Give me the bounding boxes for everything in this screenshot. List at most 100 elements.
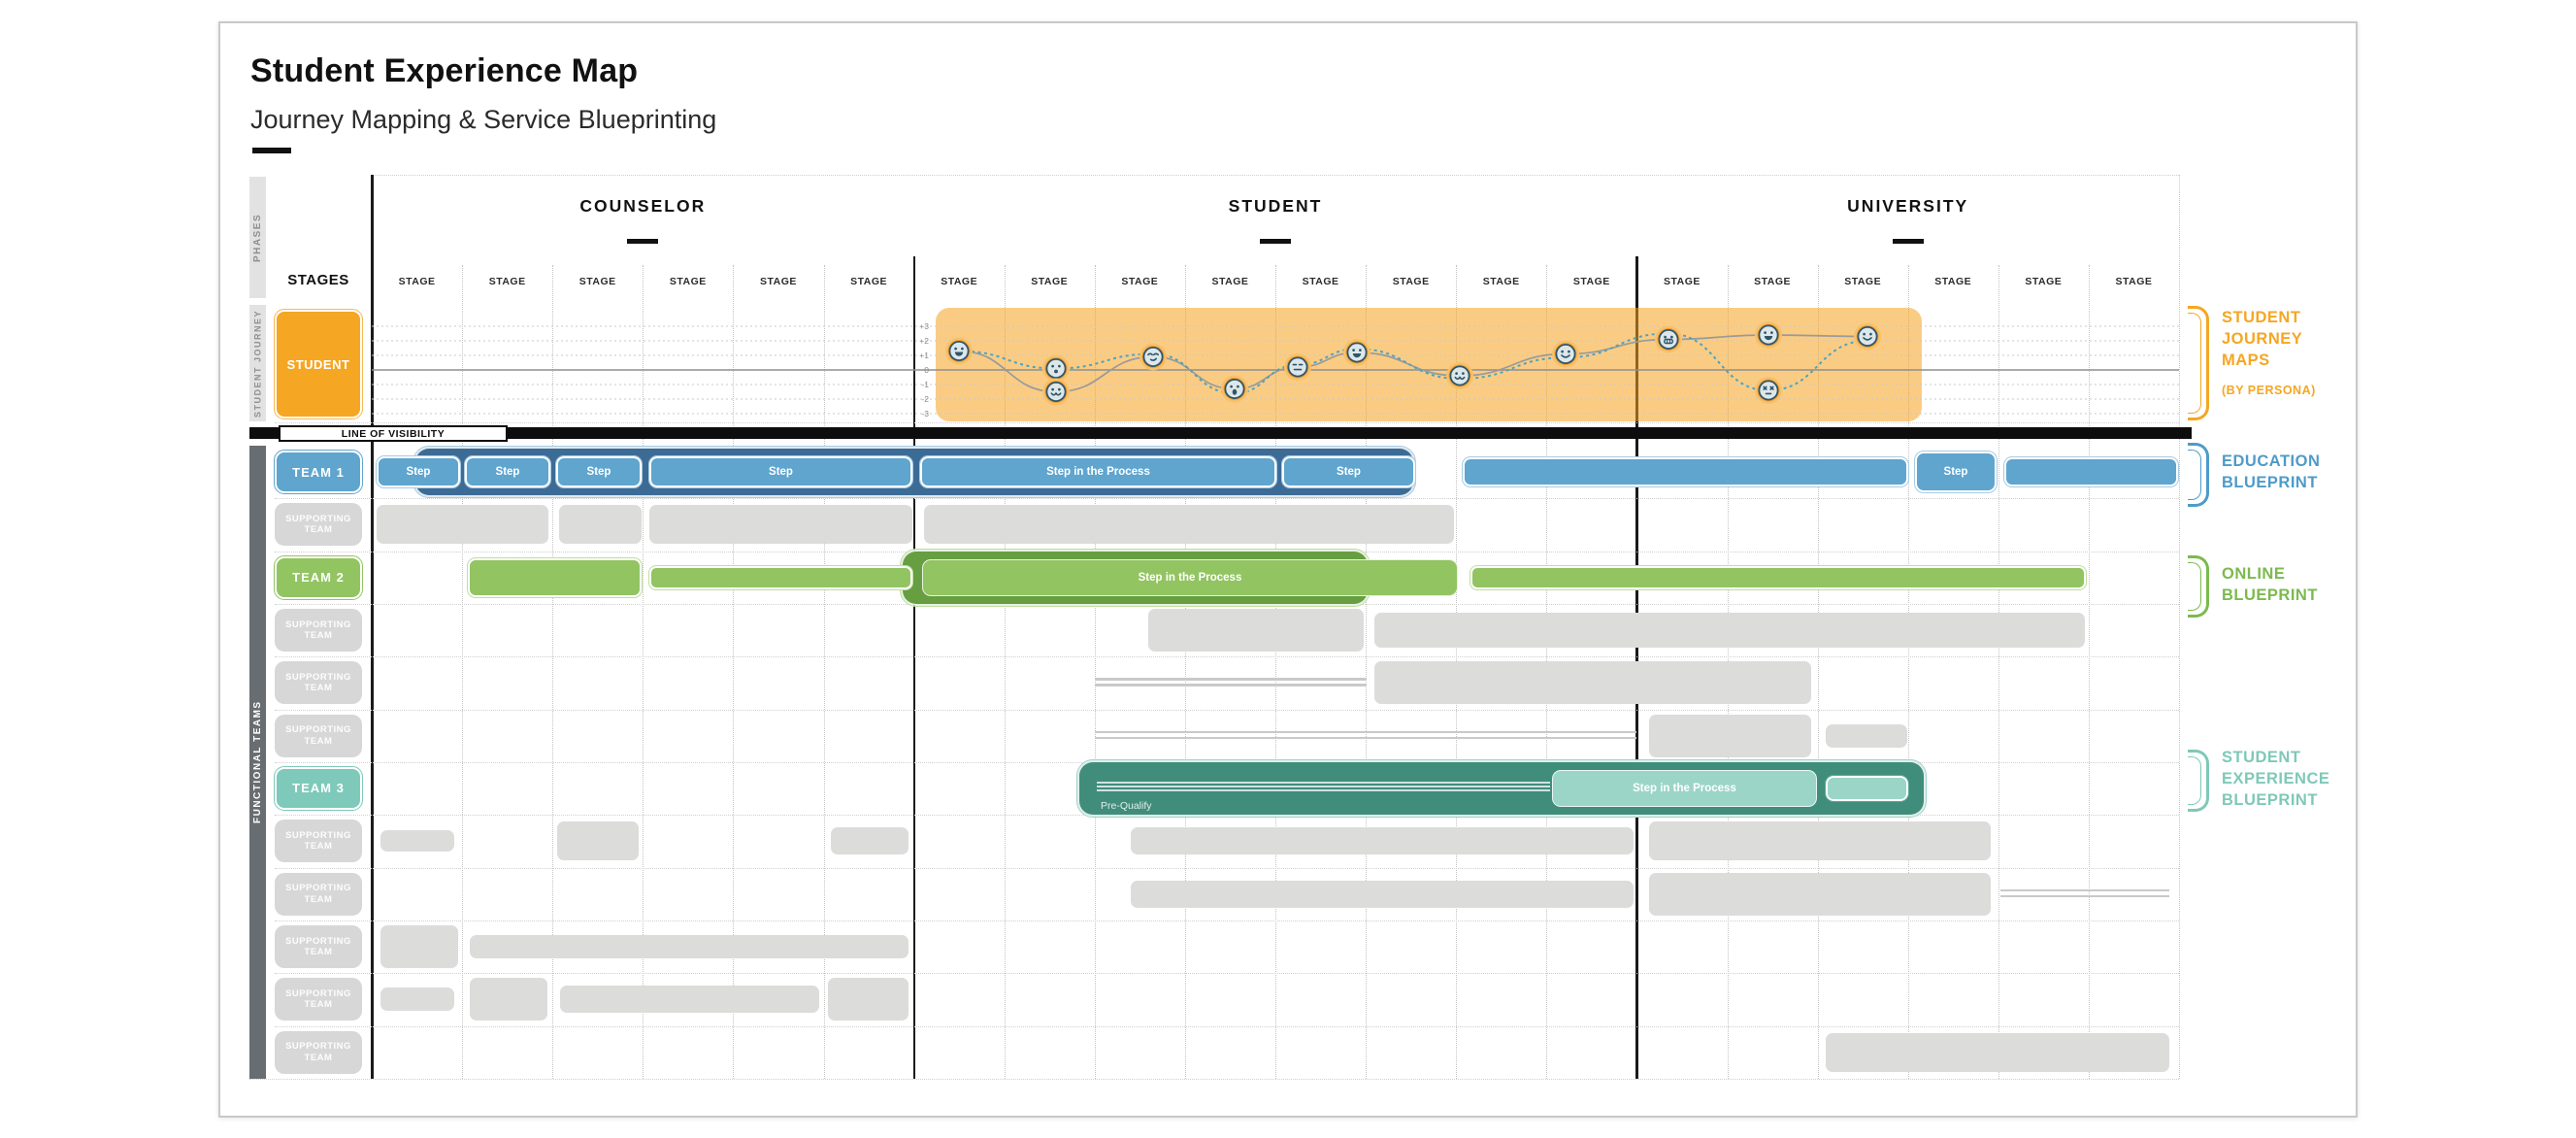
emotion-laugh-icon[interactable] xyxy=(1343,339,1371,366)
phase-label: UNIVERSITY xyxy=(1847,196,1969,216)
step-bar[interactable]: Step xyxy=(555,455,643,488)
journey-axis-tick: +1 xyxy=(919,351,929,360)
step-chip[interactable] xyxy=(1825,774,1909,802)
student-journey-rail-label: STUDENT JOURNEY xyxy=(252,309,263,418)
step-bar[interactable] xyxy=(1462,456,1909,487)
stage-column-label: STAGE xyxy=(1572,276,1610,287)
step-bar[interactable] xyxy=(648,564,913,590)
task-bar[interactable] xyxy=(1649,872,1991,916)
task-bar[interactable] xyxy=(1374,661,1811,705)
journey-axis-tick: 0 xyxy=(924,365,929,375)
stage-column-label: STAGE xyxy=(759,276,797,287)
progress-track-line xyxy=(1097,781,1550,784)
stage-column-line xyxy=(1004,265,1006,1079)
emotion-flat-icon[interactable] xyxy=(1284,353,1311,381)
step-in-process-bar[interactable]: Step in the Process xyxy=(922,558,1458,596)
task-bar[interactable] xyxy=(380,924,458,968)
emotion-laugh-icon[interactable] xyxy=(945,337,973,365)
emotion-mustache-icon[interactable] xyxy=(1042,378,1070,406)
task-bar[interactable] xyxy=(1826,723,1907,748)
student-journey-rail xyxy=(249,305,266,421)
canvas-card: Student Experience Map Journey Mapping &… xyxy=(218,21,2358,1118)
stage-column-line xyxy=(1366,265,1368,1079)
team-chip[interactable]: TEAM 3 xyxy=(274,765,363,811)
emotion-happy-icon[interactable] xyxy=(1552,340,1579,368)
supporting-team-chip[interactable]: SUPPORTING TEAM xyxy=(275,608,362,652)
task-bar[interactable] xyxy=(1131,827,1634,855)
emotion-smirk-icon[interactable] xyxy=(1139,343,1167,371)
step-bar[interactable]: Step in the Process xyxy=(919,455,1277,488)
emotion-mustache-icon[interactable] xyxy=(1446,362,1473,389)
emotion-surprised-icon[interactable] xyxy=(1042,354,1070,383)
step-bar[interactable] xyxy=(2003,456,2179,487)
journey-line-dotted[interactable] xyxy=(958,332,1868,395)
collapsed-track-line xyxy=(2000,894,2169,898)
task-bar[interactable] xyxy=(377,505,548,545)
stage-column-label: STAGE xyxy=(2025,276,2063,287)
stage-column-label: STAGE xyxy=(1302,276,1339,287)
grid-bottom-border xyxy=(249,1079,2179,1080)
task-bar[interactable] xyxy=(380,830,454,853)
persona-chip[interactable]: STUDENT xyxy=(274,309,363,419)
progress-track-line xyxy=(1097,785,1550,787)
phases-rail xyxy=(249,177,266,298)
task-bar[interactable] xyxy=(831,827,908,855)
supporting-team-chip[interactable]: SUPPORTING TEAM xyxy=(275,924,362,968)
stage-column-line xyxy=(1184,265,1186,1079)
emotion-shocked-icon[interactable] xyxy=(1221,375,1248,403)
task-bar[interactable] xyxy=(1649,714,1811,757)
phase-label-dash xyxy=(1260,239,1291,244)
supporting-team-chip[interactable]: SUPPORTING TEAM xyxy=(275,820,362,863)
step-bar[interactable]: Step xyxy=(464,455,551,488)
emotion-happy-icon[interactable] xyxy=(1854,322,1881,351)
emotion-laugh-icon[interactable] xyxy=(1755,321,1782,349)
task-bar[interactable] xyxy=(380,987,454,1012)
task-bar[interactable] xyxy=(1649,821,1991,861)
functional-teams-rail-label: FUNCTIONAL TEAMS xyxy=(252,700,263,824)
task-bar[interactable] xyxy=(470,978,547,1021)
task-bar[interactable] xyxy=(828,978,908,1021)
team-chip[interactable]: TEAM 2 xyxy=(274,554,363,600)
team-row-separator xyxy=(275,656,2179,658)
supporting-team-chip[interactable]: SUPPORTING TEAM xyxy=(275,503,362,547)
step-in-process-bar[interactable]: Step in the Process xyxy=(1552,769,1817,807)
grid-left-line xyxy=(371,175,374,1079)
journey-bottom-separator xyxy=(275,422,2179,423)
step-bar[interactable]: Step xyxy=(648,455,913,488)
stage-column-label: STAGE xyxy=(941,276,978,287)
emotion-grimace-icon[interactable] xyxy=(1655,325,1682,353)
supporting-team-chip[interactable]: SUPPORTING TEAM xyxy=(275,1030,362,1074)
stage-column-line xyxy=(1275,265,1276,1079)
team-row-separator xyxy=(275,498,2179,500)
functional-teams-rail xyxy=(249,446,266,1079)
step-bar[interactable] xyxy=(1470,564,2087,590)
task-bar[interactable] xyxy=(557,821,639,861)
title-underline xyxy=(252,148,291,153)
phase-label: COUNSELOR xyxy=(579,196,707,216)
step-bar[interactable] xyxy=(467,556,643,598)
task-bar[interactable] xyxy=(924,505,1454,545)
emotion-dizzy-icon[interactable] xyxy=(1755,377,1782,404)
task-bar[interactable] xyxy=(1374,612,2085,648)
bar-caption: Pre-Qualify xyxy=(1101,799,1152,812)
supporting-team-chip[interactable]: SUPPORTING TEAM xyxy=(275,714,362,757)
team-chip[interactable]: TEAM 1 xyxy=(274,450,363,494)
stage-column-label: STAGE xyxy=(1663,276,1701,287)
step-chip[interactable]: Step xyxy=(1914,451,1998,493)
step-bar[interactable]: Step xyxy=(1281,455,1416,488)
supporting-team-chip[interactable]: SUPPORTING TEAM xyxy=(275,978,362,1021)
task-bar[interactable] xyxy=(1148,608,1364,652)
step-bar[interactable]: Step xyxy=(376,455,461,488)
team-row-separator xyxy=(275,709,2179,711)
task-bar[interactable] xyxy=(470,934,908,958)
supporting-team-chip[interactable]: SUPPORTING TEAM xyxy=(275,872,362,916)
line-of-visibility-bar xyxy=(249,427,2192,439)
task-bar[interactable] xyxy=(559,505,642,545)
stage-column-label: STAGE xyxy=(1031,276,1069,287)
stage-column-label: STAGE xyxy=(1392,276,1430,287)
task-bar[interactable] xyxy=(1131,880,1634,908)
supporting-team-chip[interactable]: SUPPORTING TEAM xyxy=(275,661,362,705)
task-bar[interactable] xyxy=(560,986,819,1014)
task-bar[interactable] xyxy=(1826,1032,2169,1072)
task-bar[interactable] xyxy=(649,505,912,545)
